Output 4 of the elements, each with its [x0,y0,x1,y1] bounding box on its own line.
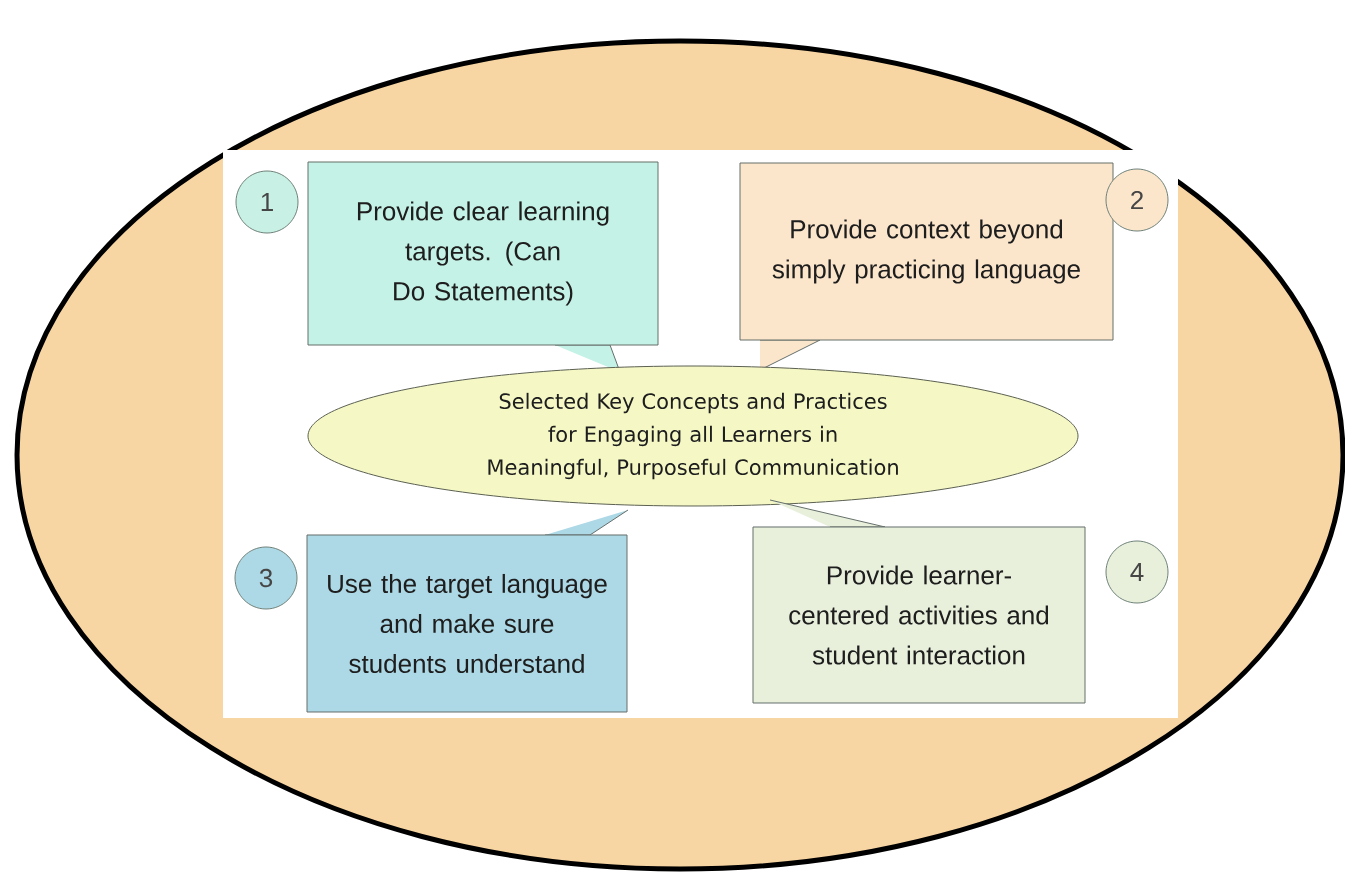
callout-box: Provide clear learning targets. (Can Do Statements) [307,161,659,373]
callout-box: Use the target language and make sure students understand [306,509,629,713]
callout-box: Provide learner-centered activities and student interaction [752,499,1086,704]
callout-box: Provide context beyond simply practicing language [739,162,1114,371]
